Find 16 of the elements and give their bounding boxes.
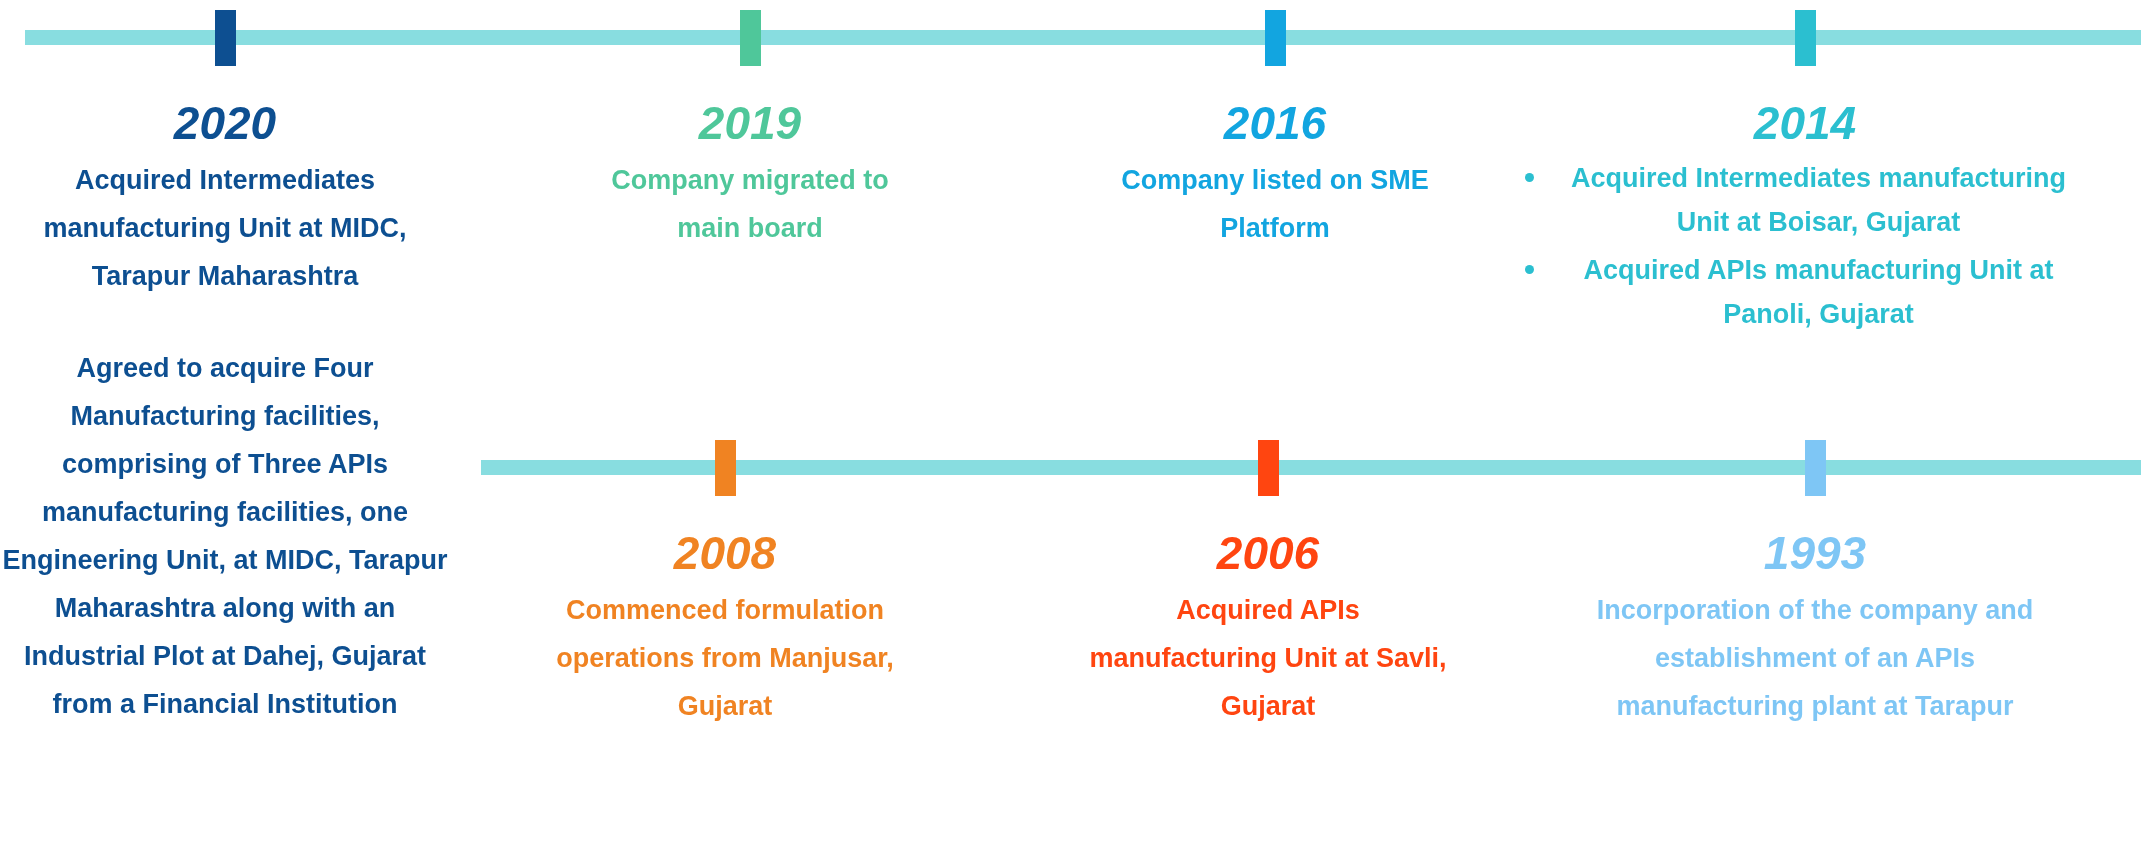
- milestone-text: Company migrated to main board: [610, 164, 890, 245]
- bullet-item: Acquired APIs manufacturing Unit at Panoli, Gujarat: [1582, 254, 2055, 331]
- year-heading: 2019: [698, 96, 802, 150]
- milestone-text: Acquired APIs manufacturing Unit at Savli, Gujarat: [1088, 594, 1448, 723]
- milestone-text: Acquired Intermediates manufacturing Unit at MIDC, Tarapur Maharashtra: [42, 164, 408, 293]
- milestone-text: Incorporation of the company and establishment of an APIs manufacturing plant at Tarapur: [1595, 594, 2035, 723]
- year-heading: 1993: [1763, 526, 1867, 580]
- year-heading: 2016: [1223, 96, 1327, 150]
- year-heading: 2020: [173, 96, 277, 150]
- milestone-text: Agreed to acquire Four Manufacturing facilities, comprising of Three APIs manufacturing facilities, one Engineering Unit, at MIDC, Tarapur Maharashtra along with an Industrial Plot at Dahej, Gujarat from a Financial Institution: [1, 352, 449, 721]
- milestone-text: Commenced formulation operations from Manjusar, Gujarat: [555, 594, 895, 723]
- milestone-text: Company listed on SME Platform: [1120, 164, 1430, 245]
- year-heading: 2006: [1216, 526, 1320, 580]
- bullet-item: Acquired Intermediates manufacturing Unit at Boisar, Gujarat: [1569, 162, 2068, 239]
- year-heading: 2014: [1753, 96, 1857, 150]
- year-heading: 2008: [673, 526, 777, 580]
